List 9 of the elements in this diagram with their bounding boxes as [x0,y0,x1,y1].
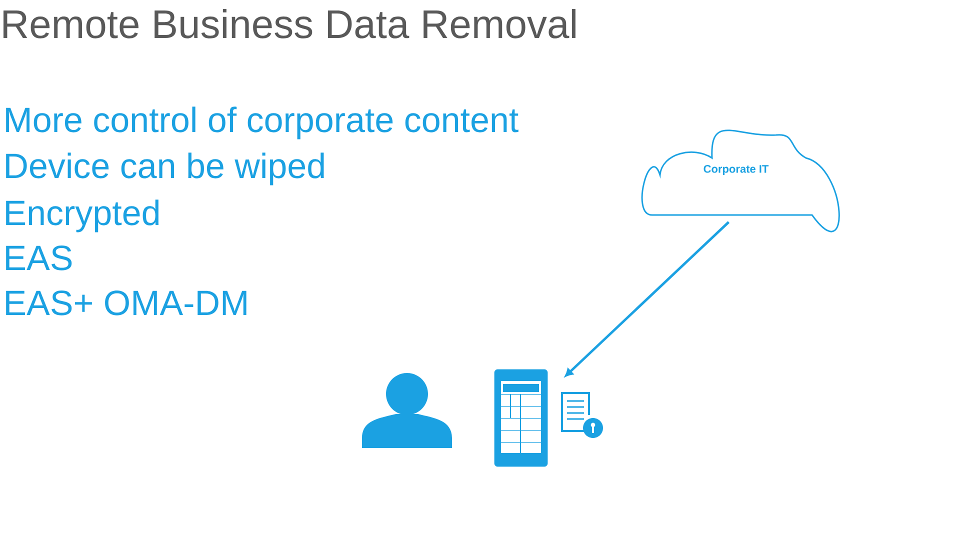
bullet-text: EAS [6,246,72,270]
arrow [565,221,730,377]
cloud: Corporate IT [641,130,840,232]
phone-icon [494,369,548,467]
bullet-text: Device can be wiped [6,152,324,186]
bullet-text: EAS+ OMA-DM [6,290,246,316]
title: Remote Business Data Removal [4,9,576,38]
bullet-text: More control of corporate content [6,106,518,140]
bullet-text: Encrypted [6,200,159,232]
